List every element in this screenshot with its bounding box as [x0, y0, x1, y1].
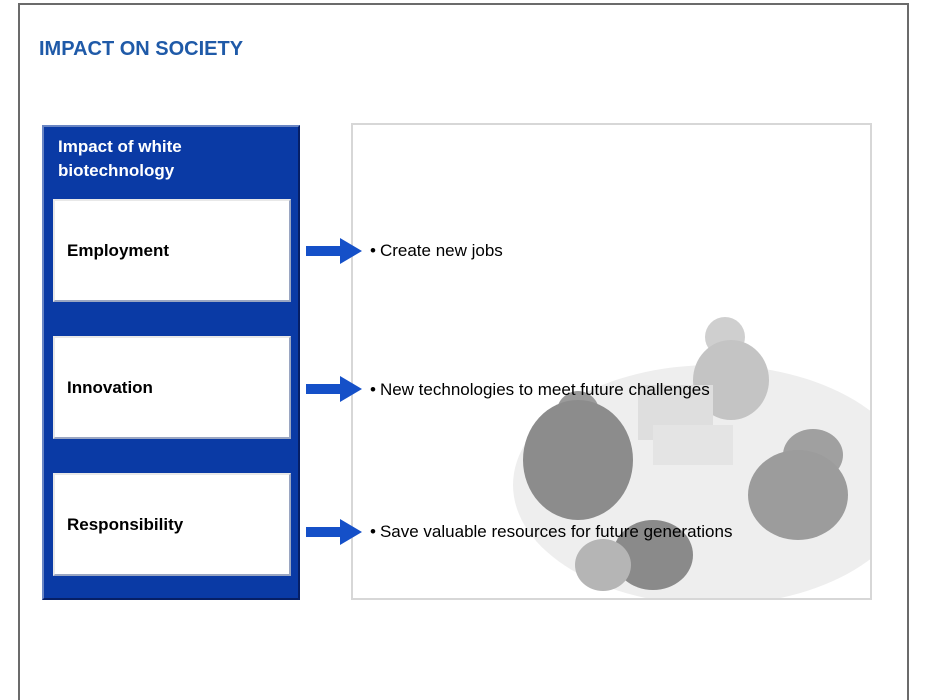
bullet-item: •Save valuable resources for future gene…: [370, 522, 732, 542]
bullet-icon: •: [370, 241, 376, 260]
category-label-innovation: Innovation: [67, 377, 153, 397]
right-arrow-icon: [306, 238, 362, 264]
bullet-text-employment: Create new jobs: [379, 241, 503, 260]
slide-title: IMPACT ON SOCIETY: [39, 38, 244, 60]
category-box-innovation: Innovation: [53, 336, 291, 439]
category-label-employment: Employment: [67, 240, 170, 260]
impact-heading: Impact of white biotechnology: [58, 135, 278, 183]
bullet-text-innovation: New technologies to meet future challeng…: [379, 380, 710, 399]
people-meeting-photo: [513, 317, 870, 598]
category-box-employment: Employment: [53, 199, 291, 302]
bullet-icon: •: [370, 522, 376, 541]
right-arrow-icon: [306, 519, 362, 545]
bullet-item: •Create new jobs: [370, 241, 503, 261]
impact-categories-panel: Impact of white biotechnology Employment…: [42, 125, 300, 600]
category-box-responsibility: Responsibility: [53, 473, 291, 576]
right-arrow-icon: [306, 376, 362, 402]
bullet-item: •New technologies to meet future challen…: [370, 380, 710, 400]
bullet-icon: •: [370, 380, 376, 399]
impact-details-panel: [351, 123, 872, 600]
bullet-text-responsibility: Save valuable resources for future gener…: [379, 522, 733, 541]
category-label-responsibility: Responsibility: [67, 514, 184, 534]
impact-heading-line2: biotechnology: [58, 161, 175, 180]
impact-heading-line1: Impact of white: [58, 137, 182, 156]
